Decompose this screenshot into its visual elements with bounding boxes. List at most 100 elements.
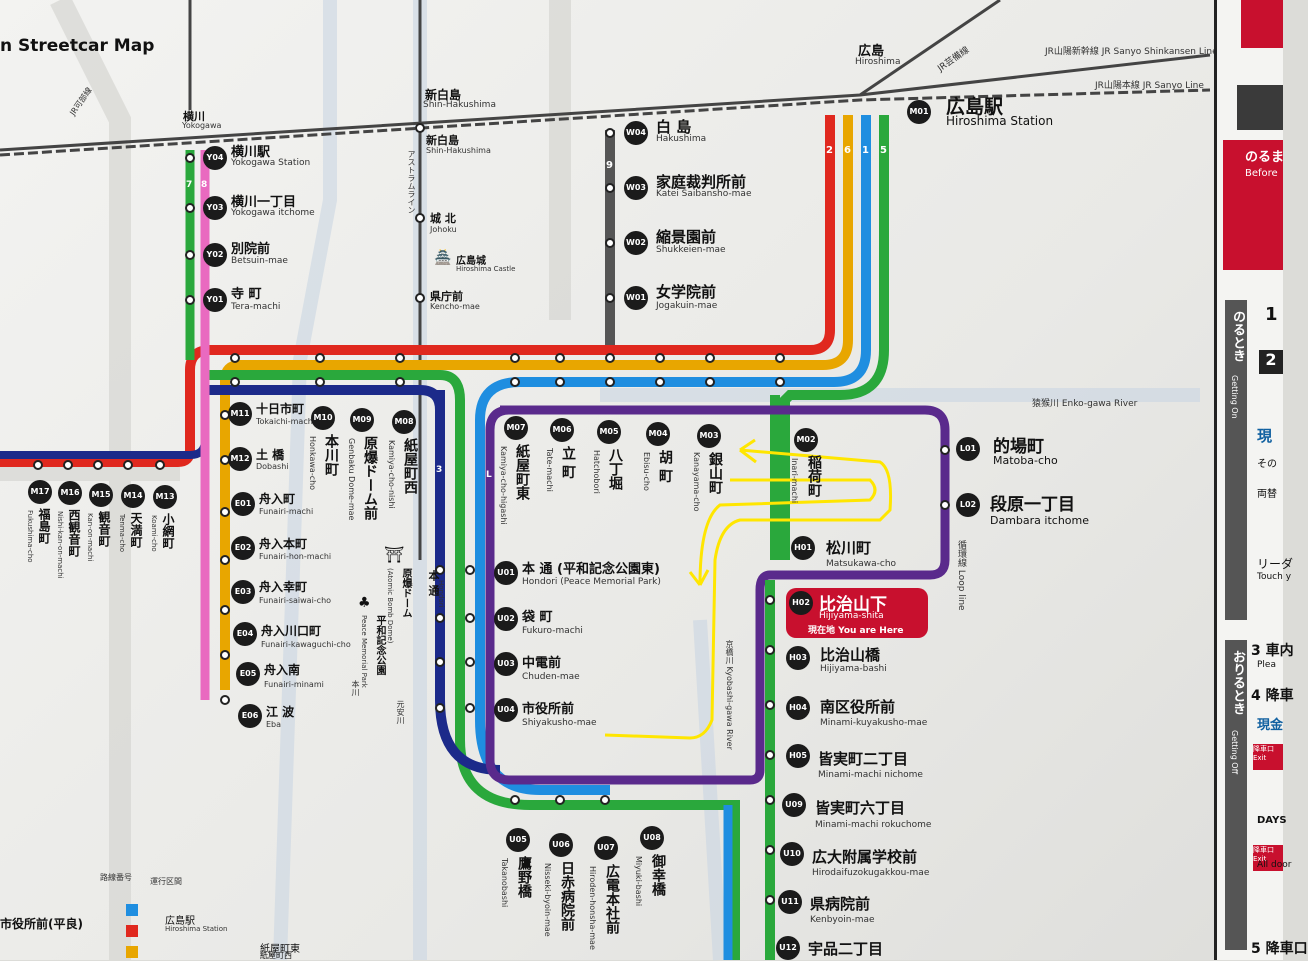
highlight-route-arrow-2 [698, 478, 877, 586]
station-code-M09: M09 [350, 408, 374, 432]
station-E04-en: Funairi-kawaguchi-cho [261, 640, 351, 649]
station-code-M08: M08 [392, 410, 416, 434]
sono-label: その [1257, 459, 1277, 470]
jr-shinkansen-label: JR山陽新幹線 JR Sanyo Shinkansen Line [1045, 47, 1218, 57]
touch-label: Touch y [1257, 572, 1292, 582]
station-M08-jp: 紙屋町西 [402, 438, 418, 494]
station-U03-jp: 中電前 [522, 656, 562, 671]
highlight-arrow-head-bottom [688, 569, 710, 586]
station-W04-jp: 白 島 [656, 118, 692, 136]
castle-en: Hiroshima Castle [456, 265, 516, 273]
station-code-M05: M05 [597, 420, 621, 444]
astram-label: アストラムライン [407, 150, 416, 214]
station-W02-en: Shukkeien-mae [656, 245, 726, 255]
station-U09-en: Minami-machi rokuchome [815, 820, 932, 830]
station-U09-jp: 皆実町六丁目 [815, 799, 906, 817]
station-code-M14: M14 [121, 484, 145, 508]
station-code-M02: M02 [794, 428, 818, 452]
station-H04-en: Minami-kuyakusho-mae [820, 718, 928, 728]
castle-icon: 🏯 [434, 250, 452, 266]
route-num-9: 9 [606, 160, 613, 171]
station-U02-jp: 袋 町 [522, 610, 553, 625]
jr-geibi [859, 0, 1001, 97]
station-code-H04: H04 [786, 696, 810, 720]
route-num-3: 3 [436, 465, 443, 475]
ryo-label: 両替 [1257, 489, 1277, 500]
legend-swatch-2 [126, 925, 138, 937]
station-U04-jp: 市役所前 [522, 702, 575, 717]
station-code-W03: W03 [624, 176, 648, 200]
river-motoyasu-label: 元安川 [396, 700, 405, 724]
station-Y04-en: Yokogawa Station [231, 158, 311, 168]
station-code-U03: U03 [494, 652, 518, 676]
before-en: Before [1245, 168, 1278, 179]
before-title: のるま [1245, 150, 1285, 165]
cash-label: 現金 [1257, 718, 1284, 733]
street-1 [50, 0, 131, 960]
station-Y04-jp: 横川駅 [231, 145, 271, 160]
jr-sanyo-line [0, 88, 1211, 157]
station-M01-en: Hiroshima Station [946, 114, 1054, 128]
station-U02-en: Fukuro-machi [522, 626, 583, 636]
station-code-W02: W02 [624, 231, 648, 255]
station-M03-jp: 銀山町 [707, 452, 723, 494]
step-2: 2 [1259, 350, 1283, 374]
station-M16-jp: 西観音町 [67, 509, 81, 557]
station-code-M10: M10 [311, 406, 335, 430]
station-M07-en: Kamiya-cho-higashi [499, 446, 508, 525]
station-U04-en: Shiyakusho-mae [522, 718, 597, 728]
station-M09-jp: 原爆ドーム前 [362, 436, 378, 520]
peacepark-en: Peace Memorial Park [360, 615, 368, 688]
dome-en: (Atomic Bomb Dome) [386, 568, 394, 644]
ple-label: Plea [1257, 660, 1276, 670]
station-code-U02: U02 [494, 607, 518, 631]
station-H05-jp: 皆実町二丁目 [818, 750, 909, 768]
station-code-H02: H02 [789, 591, 813, 615]
dome-icon: ⛩ [384, 545, 405, 564]
step-1: 1 [1265, 304, 1278, 325]
station-M02-en: Inari-machi [790, 458, 799, 504]
station-M04-en: Ebisu-cho [642, 452, 651, 491]
hondori-astram-en: Hondori [437, 580, 445, 608]
station-M13-en: Koami-cho [150, 515, 158, 552]
station-M08-en: Kamiya-cho-nishi [387, 440, 396, 509]
map-title: n Streetcar Map [0, 36, 155, 56]
station-E06-jp: 江 波 [266, 705, 295, 719]
station-U06-jp: 日赤病院前 [559, 861, 575, 931]
step-3: 3 車内 [1251, 643, 1294, 659]
astram-shinhakushima-jp: 新白島 [426, 134, 459, 147]
station-code-E06: E06 [238, 704, 262, 728]
route-num-1: 1 [862, 145, 869, 156]
station-Y02-en: Betsuin-mae [231, 256, 288, 266]
station-U08-jp: 御幸橋 [650, 854, 666, 896]
station-code-Y04: Y04 [203, 146, 227, 170]
station-M09-en: Genbaku Dome-mae [347, 438, 356, 521]
station-code-M01: M01 [907, 100, 931, 124]
legend-row2a: 紙屋町東 [260, 944, 300, 955]
all-doors-label: All door [1257, 860, 1292, 870]
station-code-E04: E04 [233, 622, 257, 646]
station-W04-en: Hakushima [656, 134, 707, 144]
station-code-L02: L02 [956, 493, 980, 517]
before-box: のるま Before [1223, 140, 1285, 270]
station-M11-jp: 十日市町 [256, 402, 305, 416]
station-E02-jp: 舟入本町 [259, 537, 308, 551]
station-W03-en: Katei Saibansho-mae [656, 189, 752, 199]
station-code-E05: E05 [236, 662, 260, 686]
station-M10-en: Honkawa-cho [308, 436, 317, 491]
station-M12-en: Dobashi [256, 462, 289, 471]
station-Y03-en: Yokogawa itchome [231, 208, 315, 218]
river-enko-label: 猿猴川 Enko-gawa River [1032, 399, 1138, 409]
top-label-yokogawa: 横川 [183, 110, 205, 123]
dome-jp: 原爆ドーム [400, 568, 411, 618]
station-E01-en: Funairi-machi [259, 507, 314, 516]
station-E04-jp: 舟入川口町 [261, 624, 322, 638]
station-M10-jp: 本川町 [323, 434, 339, 476]
station-M01-jp: 広島駅 [946, 96, 1004, 118]
left-cut-station: 市役所前(平良) [0, 917, 83, 931]
station-H02-jp: 比治山下 [819, 595, 887, 615]
station-W01-jp: 女学院前 [656, 283, 717, 301]
route-L-loop [485, 405, 950, 785]
station-M17-jp: 福島町 [37, 508, 51, 544]
